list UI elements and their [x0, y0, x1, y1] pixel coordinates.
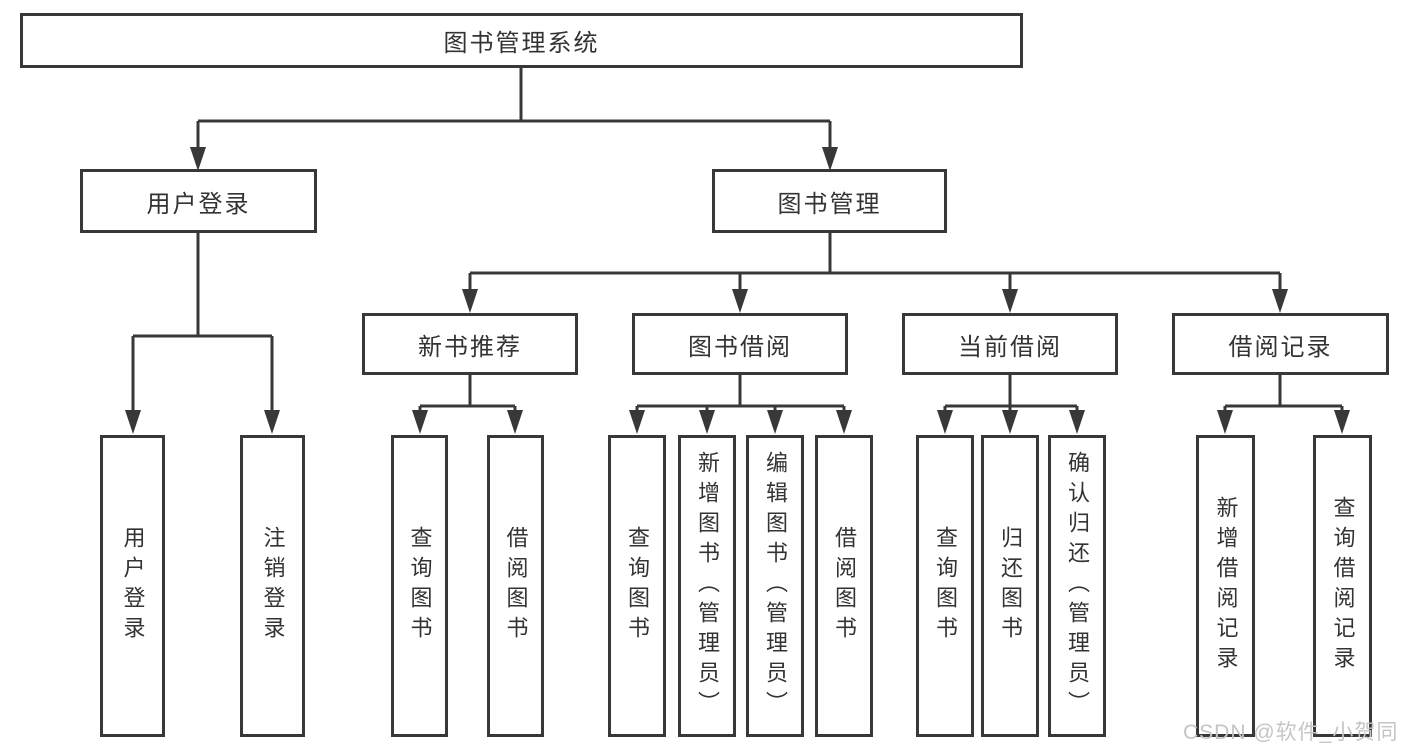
node-label: 图书借阅 — [688, 333, 792, 361]
node-leaf-borrow-book-2: 借阅图书 — [815, 435, 873, 737]
node-label: 注销登录 — [260, 526, 286, 646]
node-leaf-edit-book-admin: 编辑图书（管理员） — [746, 435, 804, 737]
node-label: 查询图书 — [625, 526, 650, 646]
node-leaf-logout: 注销登录 — [240, 435, 305, 737]
node-new-book-recommend: 新书推荐 — [362, 313, 578, 375]
node-leaf-query-borrow-record: 查询借阅记录 — [1313, 435, 1372, 737]
node-label: 借阅图书 — [503, 526, 529, 646]
node-leaf-user-login: 用户登录 — [100, 435, 165, 737]
arrowheads — [125, 147, 1350, 434]
node-book-management: 图书管理 — [712, 169, 947, 233]
node-label: 图书管理 — [777, 190, 882, 218]
node-label: 编辑图书（管理员） — [763, 451, 788, 721]
node-leaf-add-book-admin: 新增图书（管理员） — [678, 435, 736, 737]
node-label: 查询借阅记录 — [1330, 496, 1356, 676]
node-label: 归还图书 — [998, 526, 1023, 646]
node-label: 新书推荐 — [418, 333, 522, 361]
node-leaf-borrow-book-1: 借阅图书 — [487, 435, 544, 737]
node-label: 确认归还（管理员） — [1065, 451, 1090, 721]
node-leaf-add-borrow-record: 新增借阅记录 — [1196, 435, 1255, 737]
node-label: 借阅图书 — [832, 526, 857, 646]
node-book-borrow: 图书借阅 — [632, 313, 848, 375]
node-library-system: 图书管理系统 — [20, 13, 1023, 68]
tree-edges — [131, 67, 1344, 412]
node-label: 借阅记录 — [1228, 333, 1333, 361]
node-label: 当前借阅 — [958, 333, 1062, 361]
node-label: 图书管理系统 — [443, 30, 600, 57]
node-label: 用户登录 — [146, 190, 251, 218]
node-leaf-query-books-3: 查询图书 — [916, 435, 974, 737]
node-leaf-confirm-return-admin: 确认归还（管理员） — [1048, 435, 1106, 737]
node-label: 查询图书 — [407, 526, 433, 646]
node-user-login: 用户登录 — [80, 169, 317, 233]
node-leaf-query-books-1: 查询图书 — [391, 435, 448, 737]
node-leaf-return-book: 归还图书 — [981, 435, 1039, 737]
node-label: 新增图书（管理员） — [695, 451, 720, 721]
csdn-watermark: CSDN @软件_小贺同学 — [1183, 721, 1399, 744]
node-label: 用户登录 — [120, 526, 146, 646]
node-current-borrow: 当前借阅 — [902, 313, 1118, 375]
node-borrow-record: 借阅记录 — [1172, 313, 1389, 375]
node-label: 查询图书 — [933, 526, 958, 646]
node-leaf-query-books-2: 查询图书 — [608, 435, 666, 737]
node-label: 新增借阅记录 — [1213, 496, 1239, 676]
